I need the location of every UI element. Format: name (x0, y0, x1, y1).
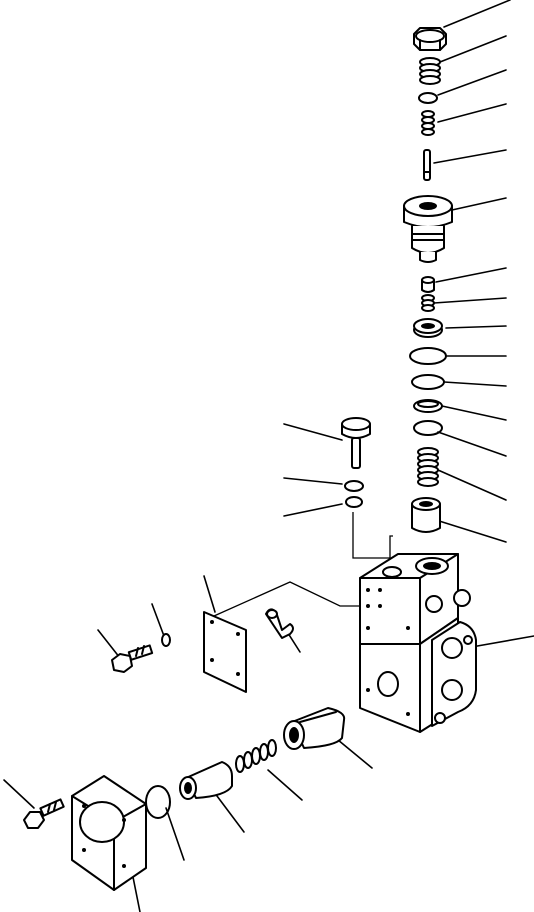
spring-small-top (419, 57, 441, 85)
washer-small (161, 633, 171, 647)
spring-long (417, 447, 439, 487)
spring-small-2 (421, 110, 435, 136)
o-ring-plug-2 (345, 496, 363, 508)
cover-plate-small (203, 611, 247, 693)
nut (413, 27, 447, 51)
o-ring-cover (145, 785, 171, 819)
leader-lines-left (3, 423, 373, 912)
spool (179, 761, 233, 800)
bolt-cover (23, 798, 65, 829)
pin (423, 149, 431, 181)
poppet-small (421, 276, 435, 293)
backup-ring (413, 399, 443, 413)
sleeve (411, 497, 441, 533)
clip (265, 608, 294, 639)
check-plug (341, 417, 371, 469)
spring-spool (235, 739, 277, 773)
o-ring-3 (413, 420, 443, 436)
seat-washer (413, 318, 443, 338)
spring-small-3 (421, 294, 435, 312)
relief-valve-body (403, 195, 453, 263)
o-ring-large-2 (411, 374, 445, 390)
valve-housing (359, 553, 477, 733)
o-ring-plug-1 (344, 480, 364, 492)
washer-top (418, 92, 438, 104)
o-ring-large-1 (409, 347, 447, 365)
leader-lines-right (433, 0, 534, 649)
bolt-small (111, 644, 154, 673)
spool-sleeve (283, 707, 346, 750)
end-cover (71, 775, 147, 891)
